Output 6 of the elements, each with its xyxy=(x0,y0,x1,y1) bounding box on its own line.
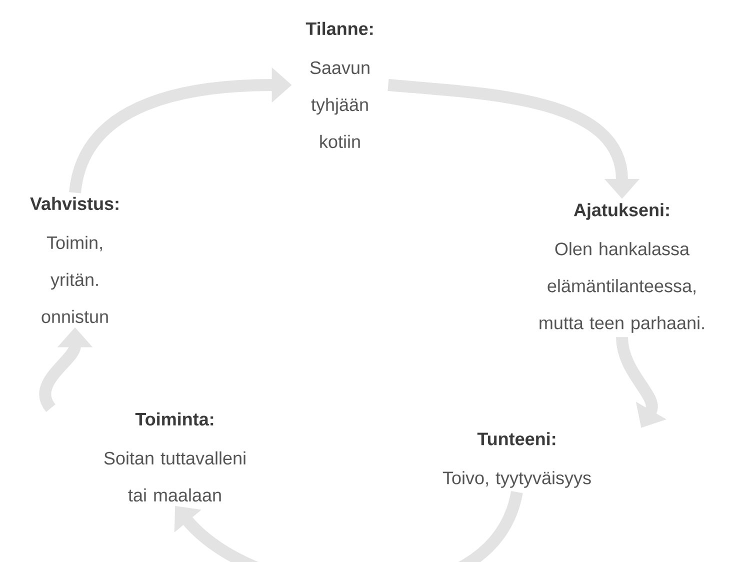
cycle-step: Ajatukseni: Olen hankalassa elämäntilanteessa, mutta teen parhaani. xyxy=(540,203,704,333)
cycle-step: Tilanne: Saavun tyhjään kotiin xyxy=(306,22,373,148)
cycle-step: Tunteeni: Toivo, tyytyväisyys xyxy=(442,432,591,488)
cycle-step: Toiminta: Soitan tuttavalleni tai maalaan xyxy=(104,412,246,502)
arrow xyxy=(174,490,523,562)
cycle-step: Vahvistus: Toimin, yritän. onnistun xyxy=(30,196,118,324)
